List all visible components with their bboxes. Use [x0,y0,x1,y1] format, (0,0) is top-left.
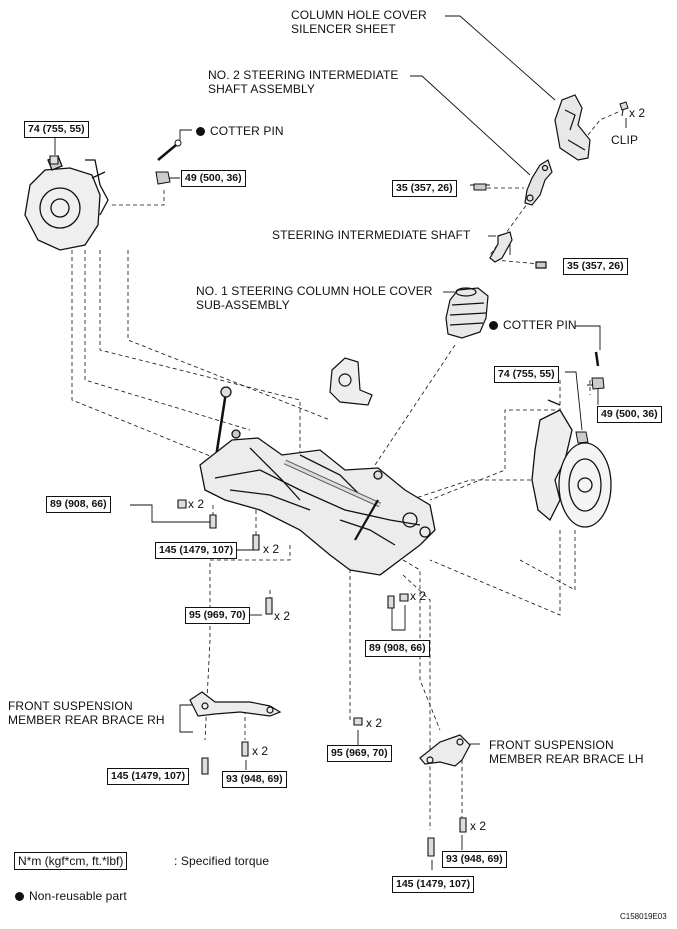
intermediate-shaft-part [489,231,547,269]
assembly-guide-lines [54,111,619,830]
torque-49-left: 49 (500, 36) [181,170,246,187]
torque-95-left: 95 (969, 70) [185,607,250,624]
cotter-pin-left [157,139,182,161]
left-knuckle-part [24,155,109,251]
torque-95-center: 95 (969, 70) [327,745,392,762]
bolt-35-left [473,183,487,191]
gear-bracket-part [329,357,373,406]
figure-code: C158019E03 [620,912,667,921]
torque-35-left: 35 (357, 26) [392,180,457,197]
cotter-pin-right [594,351,600,367]
legend-torque-desc: : Specified torque [174,854,270,868]
nut-74-right [575,431,589,444]
hole-cover-boot-part [445,287,489,339]
rear-brace-lh-part [419,734,471,767]
label-column-hole-cover: COLUMN HOLE COVER SILENCER SHEET [291,8,427,36]
label-no2-shaft: NO. 2 STEERING INTERMEDIATE SHAFT ASSEMB… [208,68,399,96]
label-cotter-pin-right: COTTER PIN [489,318,577,332]
no2-intermediate-shaft-part [524,159,553,206]
qty-93-lh: x 2 [470,819,487,833]
torque-74-right: 74 (755, 55) [494,366,559,383]
label-rear-brace-lh: FRONT SUSPENSION MEMBER REAR BRACE LH [489,738,644,766]
torque-93-rh: 93 (948, 69) [222,771,287,788]
qty-93-rh: x 2 [252,744,269,758]
torque-145-upper: 145 (1479, 107) [155,542,238,559]
label-clip: CLIP [611,133,639,147]
torque-93-lh: 93 (948, 69) [442,851,507,868]
torque-145-rh: 145 (1479, 107) [107,768,190,785]
non-reusable-dot [489,321,498,330]
torque-89-left: 89 (908, 66) [46,496,111,513]
torque-49-right: 49 (500, 36) [597,406,662,423]
qty-89-left: x 2 [188,497,205,511]
qty-clip: x 2 [629,106,646,120]
non-reusable-dot [15,892,24,901]
right-knuckle-part [531,399,612,528]
nut-49-left [155,171,171,185]
silencer-sheet-part [554,94,591,161]
legend-non-reusable: Non-reusable part [15,889,127,903]
label-no1-hole-cover: NO. 1 STEERING COLUMN HOLE COVER SUB-ASS… [196,284,433,312]
torque-74-left: 74 (755, 55) [24,121,89,138]
label-rear-brace-rh: FRONT SUSPENSION MEMBER REAR BRACE RH [8,699,165,727]
qty-145-upper: x 2 [263,542,280,556]
label-cotter-pin-left: COTTER PIN [196,124,284,138]
rear-brace-rh-part [189,691,282,717]
qty-89-center: x 2 [410,589,427,603]
torque-145-lh: 145 (1479, 107) [392,876,475,893]
legend-torque-unit: N*m (kgf*cm, ft.*lbf) [14,852,128,870]
torque-89-center: 89 (908, 66) [365,640,430,657]
nut-49-right [591,377,605,390]
torque-35-right: 35 (357, 26) [563,258,628,275]
qty-95-center: x 2 [366,716,383,730]
qty-95-left: x 2 [274,609,291,623]
label-intermediate-shaft: STEERING INTERMEDIATE SHAFT [272,228,471,242]
crossmember-assembly [199,429,436,576]
clip-part [619,101,629,117]
bolts [49,155,467,857]
non-reusable-dot [196,127,205,136]
